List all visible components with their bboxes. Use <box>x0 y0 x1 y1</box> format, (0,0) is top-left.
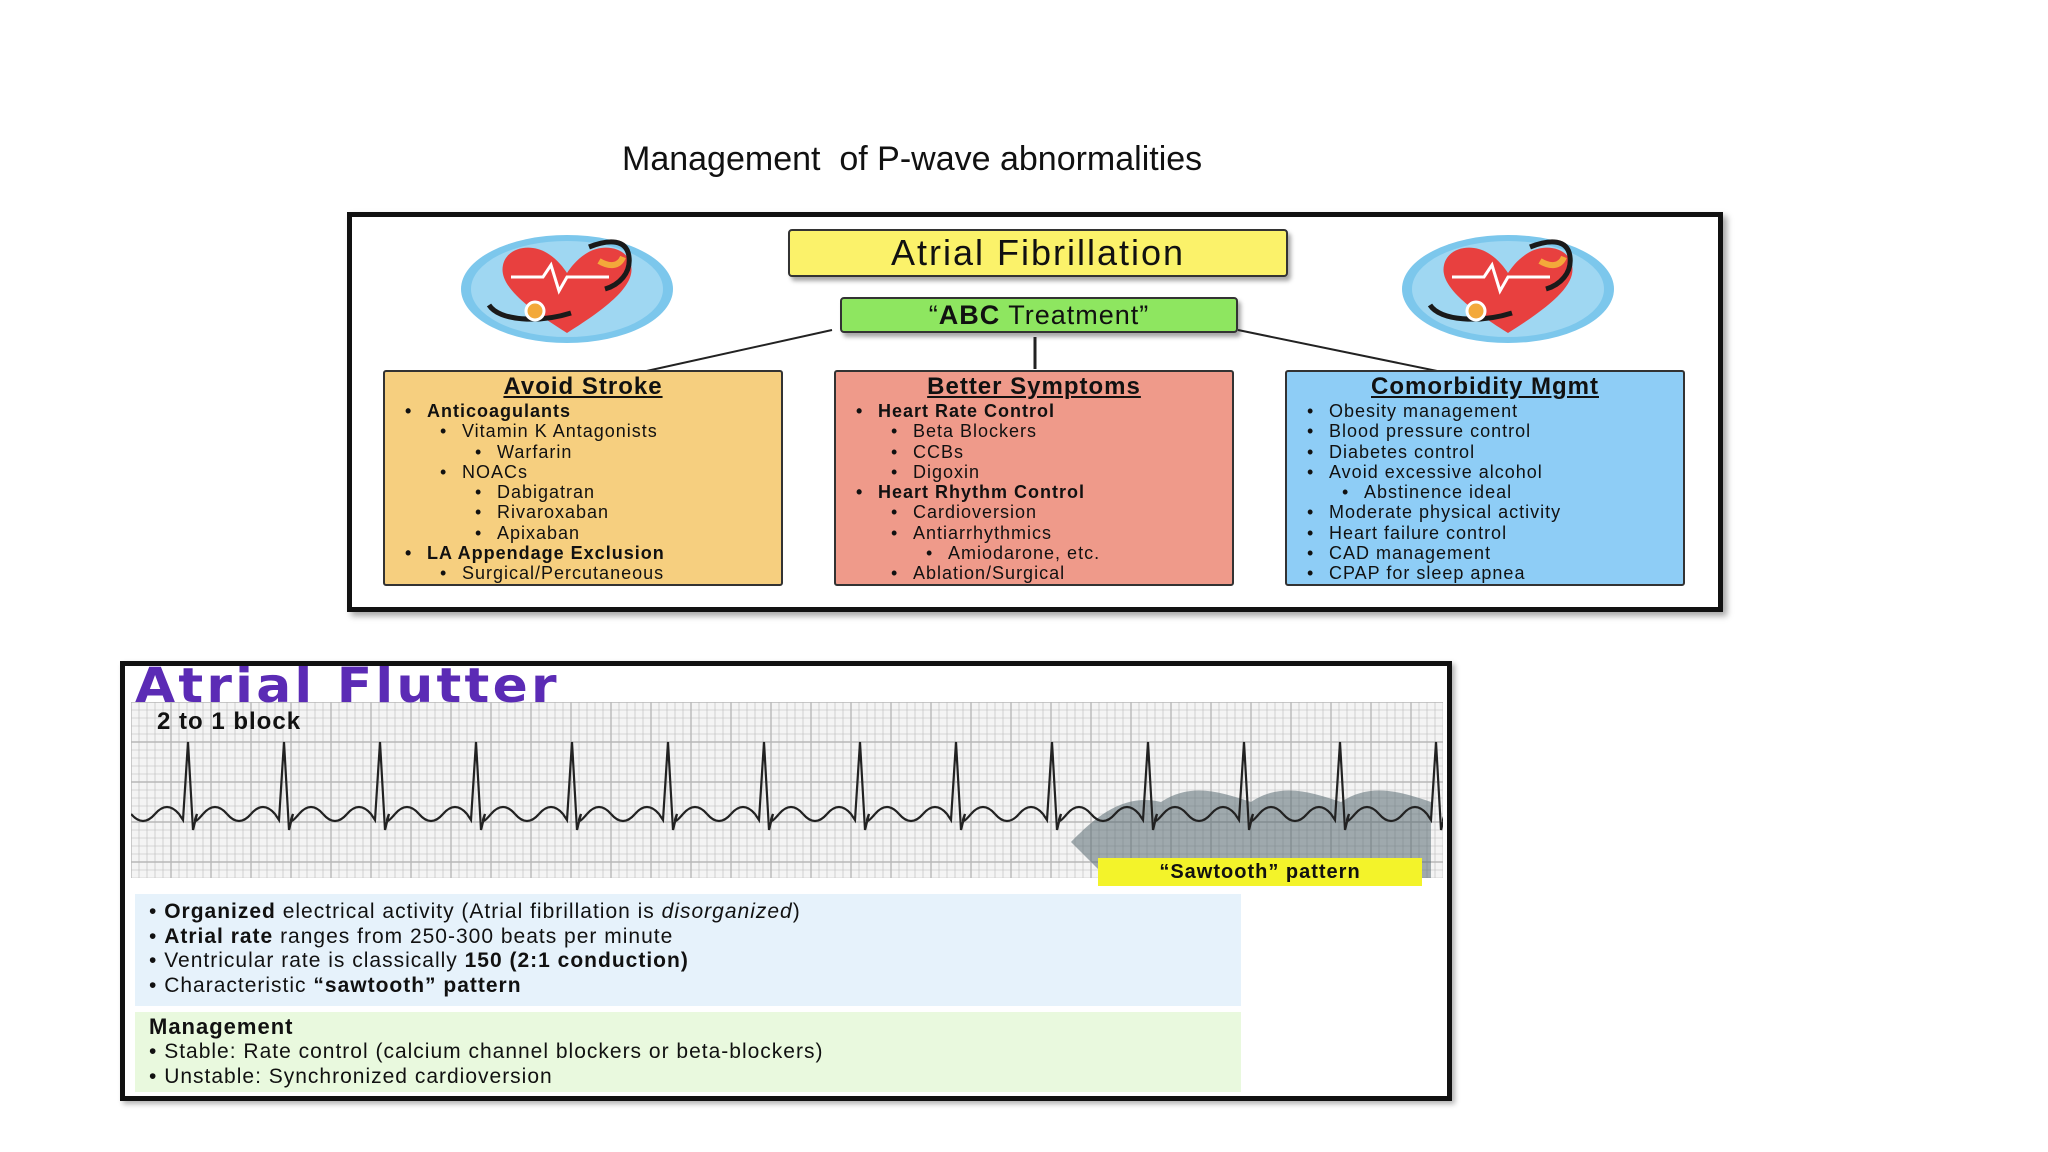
list-item: Heart Rate Control <box>856 401 1224 422</box>
list-item: Amiodarone, etc. <box>926 543 1224 564</box>
heart-stethoscope-icon <box>461 235 673 343</box>
afib-abc-panel: Atrial Fibrillation “ABC Treatment” Avoi… <box>347 212 1723 612</box>
list-item: Heart Rhythm Control <box>856 482 1224 503</box>
sawtooth-label: “Sawtooth” pattern <box>1098 858 1422 886</box>
list-item: Anticoagulants <box>405 401 773 422</box>
heart-stethoscope-icon <box>1402 235 1614 343</box>
list-item: Antiarrhythmics <box>891 523 1224 544</box>
atrial-flutter-panel: Atrial Flutter 2 to 1 block “Sawtooth” p… <box>120 661 1452 1101</box>
flutter-management-box: Management Stable: Rate control (calcium… <box>135 1012 1241 1092</box>
flutter-info-box: Organized electrical activity (Atrial fi… <box>135 894 1241 1006</box>
list-item: Stable: Rate control (calcium channel bl… <box>149 1040 1241 1065</box>
list-item: Rivaroxaban <box>475 502 773 523</box>
list-item: Diabetes control <box>1307 442 1675 463</box>
avoid-stroke-heading: Avoid Stroke <box>503 373 663 400</box>
list-item: Organized electrical activity (Atrial fi… <box>149 900 1241 925</box>
better-symptoms-box: Better Symptoms Heart Rate Control Beta … <box>834 370 1234 586</box>
list-item: CCBs <box>891 442 1224 463</box>
block-label: 2 to 1 block <box>157 708 302 735</box>
list-item: Heart failure control <box>1307 523 1675 544</box>
list-item: CPAP for sleep apnea <box>1307 563 1675 584</box>
list-item: Obesity management <box>1307 401 1675 422</box>
list-item: Apixaban <box>475 523 773 544</box>
list-item: Surgical/Percutaneous <box>440 563 773 584</box>
list-item: CAD management <box>1307 543 1675 564</box>
list-item: Moderate physical activity <box>1307 502 1675 523</box>
list-item: Digoxin <box>891 462 1224 483</box>
list-item: Atrial rate ranges from 250-300 beats pe… <box>149 925 1241 950</box>
ecg-strip <box>131 702 1443 878</box>
list-item: Warfarin <box>475 442 773 463</box>
list-item: Ventricular rate is classically 150 (2:1… <box>149 949 1241 974</box>
list-item: Dabigatran <box>475 482 773 503</box>
abc-treatment-label: “ABC Treatment” <box>840 297 1238 333</box>
avoid-stroke-box: Avoid Stroke Anticoagulants Vitamin K An… <box>383 370 783 586</box>
list-item: NOACs <box>440 462 773 483</box>
comorbidity-mgmt-heading: Comorbidity Mgmt <box>1371 373 1599 400</box>
list-item: Characteristic “sawtooth” pattern <box>149 974 1241 999</box>
better-symptoms-heading: Better Symptoms <box>927 373 1141 400</box>
slide-title: Management of P-wave abnormalities <box>622 140 1203 178</box>
list-item: Blood pressure control <box>1307 421 1675 442</box>
list-item: Unstable: Synchronized cardioversion <box>149 1065 1241 1090</box>
list-item: Ablation/Surgical <box>891 563 1224 584</box>
list-item: Beta Blockers <box>891 421 1224 442</box>
atrial-flutter-title: Atrial Flutter <box>135 661 560 714</box>
connector-lines <box>641 329 1443 373</box>
list-item: LA Appendage Exclusion <box>405 543 773 564</box>
list-item: Abstinence ideal <box>1342 482 1675 503</box>
management-heading: Management <box>149 1014 294 1039</box>
list-item: Avoid excessive alcohol <box>1307 462 1675 483</box>
list-item: Cardioversion <box>891 502 1224 523</box>
afib-title: Atrial Fibrillation <box>788 229 1288 277</box>
list-item: Vitamin K Antagonists <box>440 421 773 442</box>
comorbidity-mgmt-box: Comorbidity Mgmt Obesity management Bloo… <box>1285 370 1685 586</box>
